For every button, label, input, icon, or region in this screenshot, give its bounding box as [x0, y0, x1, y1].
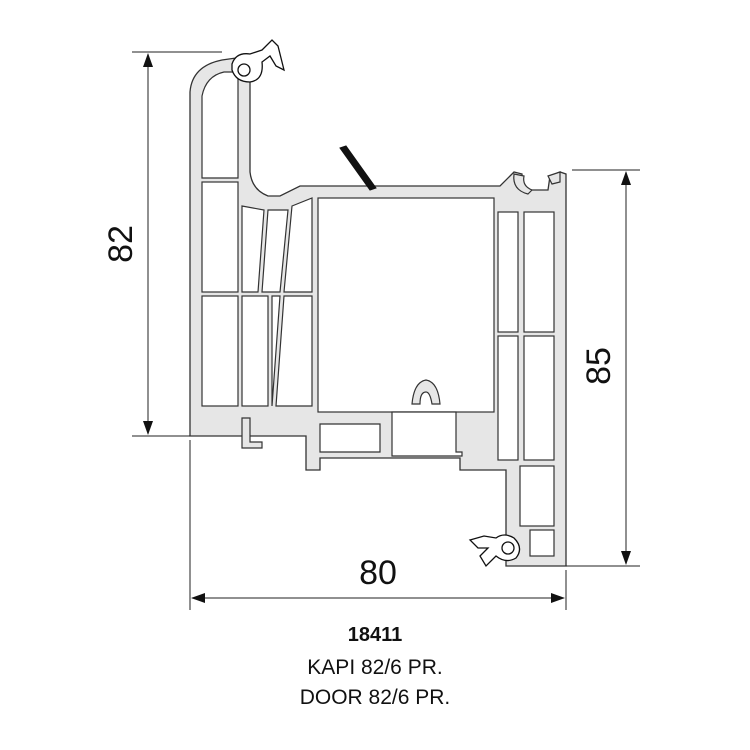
chamber-bottom-left: [319, 423, 381, 453]
chamber-l8: [275, 295, 313, 407]
profile-name-english: DOOR 82/6 PR.: [299, 686, 451, 709]
dimension-lines: [132, 51, 640, 610]
gasket-top-bulb: [237, 63, 251, 77]
chamber-r2: [497, 335, 519, 461]
gaskets: [231, 39, 521, 568]
top-clip-right: [513, 173, 534, 195]
gasket-bottom-bulb: [501, 541, 515, 555]
chamber-large-center: [317, 197, 495, 413]
chamber-l3: [241, 205, 265, 293]
chamber-l7: [271, 295, 281, 407]
profile-chambers: [201, 71, 555, 557]
gasket-top: [231, 39, 285, 83]
chamber-l2: [201, 295, 239, 407]
dimension-label-85: 85: [580, 347, 618, 385]
lip-bottom-left: [241, 417, 263, 449]
chamber-l1: [201, 181, 239, 293]
chamber-l5: [283, 197, 313, 293]
profile-name-turkish: KAPI 82/6 PR.: [307, 656, 443, 679]
chamber-r6: [529, 529, 555, 557]
hook-bottom-center: [411, 379, 441, 405]
chamber-bottom-mid: [391, 411, 463, 457]
glazing-seal: [339, 145, 377, 191]
chamber-top-left: [201, 71, 239, 179]
chamber-r5: [519, 465, 555, 527]
chamber-l4: [261, 209, 289, 293]
top-clip-far-right: [547, 171, 561, 185]
chamber-r3: [523, 211, 555, 333]
profile-code: 18411: [347, 624, 403, 646]
chamber-r4: [523, 335, 555, 461]
dimension-label-82: 82: [102, 225, 140, 263]
chamber-r1: [497, 211, 519, 333]
bottom-details: [241, 171, 561, 449]
chamber-l6: [241, 295, 269, 407]
dimension-label-80: 80: [359, 554, 397, 592]
